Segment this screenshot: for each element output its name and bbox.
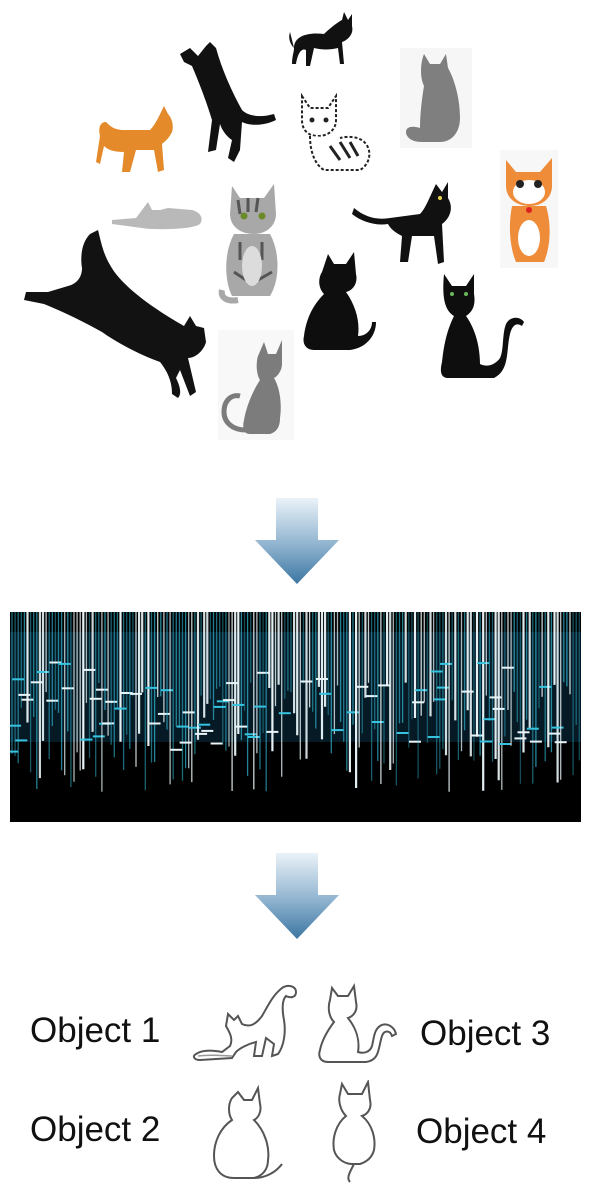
cat-silhouette-icon xyxy=(112,202,202,230)
cat-outline-icon xyxy=(192,984,298,1062)
cat-silhouette-icon xyxy=(352,182,451,264)
cat-silhouette-icon xyxy=(218,330,294,440)
spectrogram-icon xyxy=(10,612,581,822)
cat-silhouette-icon xyxy=(24,230,206,398)
cat-silhouette-icon xyxy=(218,184,278,304)
cat-silhouette-icon xyxy=(301,92,371,171)
cat-outline-icon xyxy=(212,1084,283,1179)
cat-silhouette-icon xyxy=(96,106,173,172)
cat-outline-icon xyxy=(332,1080,376,1183)
cat-silhouette-icon xyxy=(500,150,558,268)
down-arrow-icon xyxy=(255,853,339,939)
cat-silhouette-icon xyxy=(303,252,376,350)
cat-outline-icon xyxy=(318,983,398,1063)
input-cats-cluster xyxy=(0,0,595,450)
object-2-label: Object 2 xyxy=(30,1110,161,1149)
cat-silhouette-icon xyxy=(400,48,472,148)
cat-silhouette-icon xyxy=(289,12,353,66)
object-3-label: Object 3 xyxy=(420,1014,551,1053)
cat-silhouette-icon xyxy=(180,42,276,162)
down-arrow-icon xyxy=(255,498,339,584)
object-4-label: Object 4 xyxy=(416,1112,547,1151)
object-1-label: Object 1 xyxy=(30,1011,161,1050)
cat-silhouette-icon xyxy=(440,274,524,378)
spectrogram-lines xyxy=(10,612,581,792)
